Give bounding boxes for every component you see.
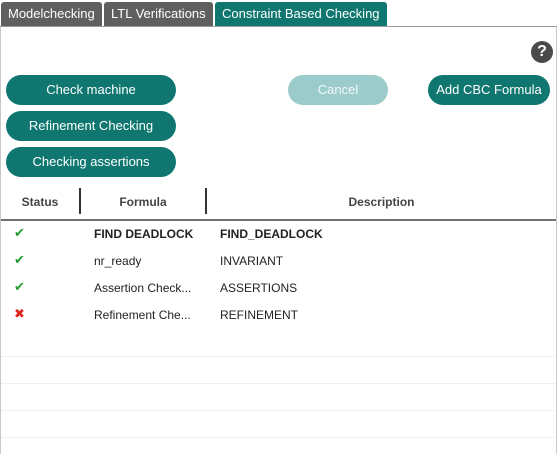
- tab-bar-divider: [0, 26, 557, 27]
- empty-row-line: [1, 410, 556, 411]
- column-divider[interactable]: [79, 188, 81, 214]
- empty-row-line: [1, 383, 556, 384]
- add-cbc-formula-button[interactable]: Add CBC Formula: [428, 75, 550, 105]
- header-status[interactable]: Status: [21, 195, 59, 209]
- error-cross-icon: ✖: [14, 306, 25, 321]
- header-description[interactable]: Description: [348, 195, 415, 209]
- checking-assertions-button[interactable]: Checking assertions: [6, 147, 176, 177]
- table-row[interactable]: ✔ Assertion Check... ASSERTIONS: [1, 275, 556, 302]
- empty-row-line: [1, 437, 556, 438]
- description-cell: REFINEMENT: [220, 308, 298, 322]
- success-check-icon: ✔: [14, 225, 25, 240]
- tab-constraint-based-checking[interactable]: Constraint Based Checking: [215, 2, 387, 26]
- success-check-icon: ✔: [14, 279, 25, 294]
- tab-modelchecking[interactable]: Modelchecking: [1, 2, 102, 26]
- success-check-icon: ✔: [14, 252, 25, 267]
- description-cell: ASSERTIONS: [220, 281, 298, 295]
- empty-row-line: [1, 356, 556, 357]
- formula-cell: FIND DEADLOCK: [94, 227, 194, 241]
- refinement-checking-button[interactable]: Refinement Checking: [6, 111, 176, 141]
- formula-table: Status Formula Description ✔ FIND DEADLO…: [1, 188, 556, 453]
- description-cell: INVARIANT: [220, 254, 284, 268]
- header-formula[interactable]: Formula: [119, 195, 167, 209]
- tab-bar: Modelchecking LTL Verifications Constrai…: [0, 0, 557, 27]
- description-cell: FIND_DEADLOCK: [220, 227, 323, 241]
- column-divider[interactable]: [205, 188, 207, 214]
- table-header: Status Formula Description: [1, 188, 556, 221]
- header-divider: [1, 219, 556, 221]
- tab-ltl-verifications[interactable]: LTL Verifications: [104, 2, 213, 26]
- formula-cell: nr_ready: [94, 254, 142, 268]
- cancel-button[interactable]: Cancel: [288, 75, 388, 105]
- help-icon[interactable]: ?: [531, 41, 553, 63]
- table-row[interactable]: ✖ Refinement Che... REFINEMENT: [1, 302, 556, 329]
- check-machine-button[interactable]: Check machine: [6, 75, 176, 105]
- formula-cell: Assertion Check...: [94, 281, 192, 295]
- table-row[interactable]: ✔ FIND DEADLOCK FIND_DEADLOCK: [1, 221, 556, 248]
- formula-cell: Refinement Che...: [94, 308, 191, 322]
- table-row[interactable]: ✔ nr_ready INVARIANT: [1, 248, 556, 275]
